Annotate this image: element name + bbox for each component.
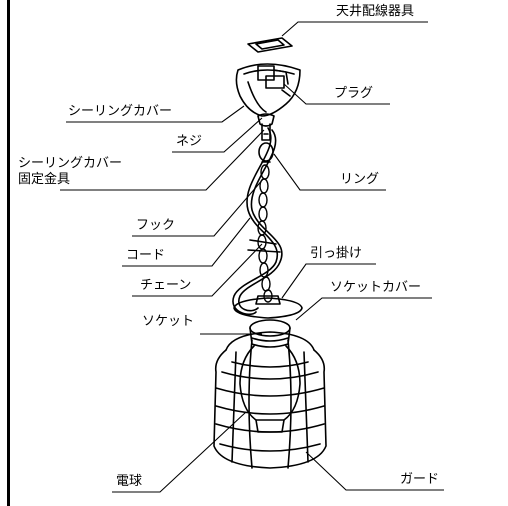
leader-screw	[172, 117, 263, 153]
label-cover-bracket-line2: 固定金具	[18, 172, 71, 187]
leader-hook	[132, 177, 265, 237]
label-socket: ソケット	[142, 314, 195, 329]
leader-ceiling-fixture	[281, 21, 428, 37]
leader-bulb	[112, 411, 247, 493]
cord-part	[232, 127, 283, 316]
label-plug: プラグ	[334, 86, 374, 101]
label-screw: ネジ	[176, 134, 203, 149]
socket-cover-part	[233, 295, 303, 319]
label-guard: ガード	[400, 472, 440, 487]
bracket-part	[257, 113, 275, 141]
bulb-part	[239, 345, 301, 433]
label-ceiling-fixture: 天井配線器具	[336, 4, 415, 19]
leader-guard	[305, 451, 444, 491]
leader-plug	[283, 83, 390, 105]
label-socket-cover: ソケットカバー	[330, 280, 422, 295]
label-hook: フック	[136, 218, 176, 233]
leader-ring	[273, 153, 386, 191]
leader-chain	[132, 243, 263, 297]
ceiling-fixture-part	[247, 37, 293, 53]
ceiling-cover-part	[235, 63, 301, 117]
leader-bracket	[60, 129, 265, 191]
guard-part	[213, 331, 327, 469]
label-cover-bracket-line1: シーリングカバー	[18, 156, 123, 171]
label-bulb: 電球	[116, 474, 143, 489]
label-chain: チェーン	[140, 278, 192, 293]
leader-hanger	[281, 263, 376, 299]
left-border	[7, 0, 10, 506]
leader-socket-cover	[295, 297, 432, 321]
leader-cord	[122, 217, 251, 267]
leader-ceiling-cover	[66, 105, 245, 123]
label-hanger: 引っ掛け	[310, 246, 363, 261]
label-cord: コード	[126, 248, 166, 263]
label-ring: リング	[340, 172, 380, 187]
label-ceiling-cover: シーリングカバー	[68, 104, 173, 119]
